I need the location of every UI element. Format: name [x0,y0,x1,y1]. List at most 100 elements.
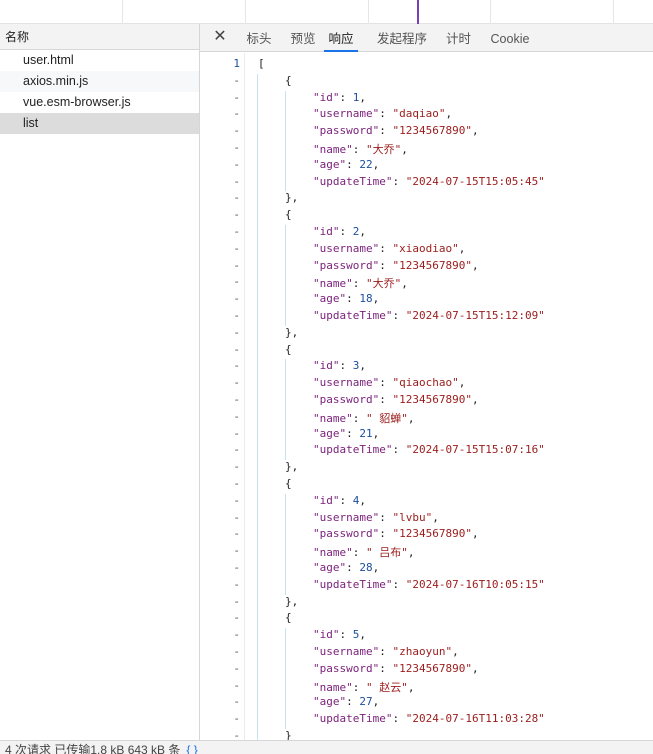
code-line: "name": " 貂蝉", [313,411,415,425]
status-text: 4 次请求 已传输1.8 kB 643 kB 条 [5,743,181,754]
line-number: 1 [233,57,240,70]
code-line: "age": 28, [313,561,380,574]
request-list: user.html axios.min.js vue.esm-browser.js l… [0,50,199,134]
request-item[interactable]: axios.min.js [0,71,199,92]
line-number: - [233,460,240,474]
detail-tabbar: ✕ 标头 预览响应 发起程序 计时 Cookie [200,24,653,52]
response-viewer[interactable]: 1[-{-"id": 1,-"username": "daqiao",-"pas… [200,53,653,740]
name-column-header[interactable]: 名称 [0,24,199,50]
timeline-gridline [613,0,614,24]
code-line: "name": "大乔", [313,143,408,156]
line-number: - [233,309,240,322]
code-line: "id": 4, [313,493,366,507]
code-line: "id": 1, [313,90,366,104]
timeline-marker [417,0,419,24]
code-line: }, [285,460,299,474]
code-line: "id": 5, [313,628,366,642]
line-number: - [233,157,240,171]
code-line: "age": 27, [313,695,380,709]
indent-guide [285,90,286,192]
line-number: - [233,645,240,658]
code-line: "age": 21, [313,426,380,440]
line-number: - [233,527,240,541]
close-icon[interactable]: ✕ [213,28,227,45]
timeline-gridline [122,0,123,24]
code-line: "username": "qiaochao", [313,376,466,390]
line-number: - [233,493,240,507]
tab-1[interactable]: 预览 [290,32,316,46]
request-item[interactable]: vue.esm-browser.js [23,95,131,109]
line-number: - [233,628,240,642]
line-number: - [233,73,240,87]
format-braces-button[interactable]: { } [186,743,198,754]
line-number: - [233,661,240,675]
request-item[interactable]: user.html [23,53,74,67]
tab-2[interactable]: 响应 [324,24,358,52]
code-line: }, [285,191,299,205]
code-line: "password": "1234567890", [313,258,479,272]
line-number: - [233,594,240,608]
line-number: - [233,107,240,121]
line-number: - [233,678,240,692]
code-line: "updateTime": "2024-07-15T15:07:16" [313,443,545,457]
line-number: - [233,729,240,740]
tab-5[interactable]: Cookie [490,32,530,46]
line-number: - [233,124,240,138]
line-number: - [233,174,240,188]
line-number: - [233,376,240,390]
tab-3[interactable]: 发起程序 [377,32,428,46]
timeline-gridline [245,0,246,24]
line-number: - [233,477,240,490]
line-number: - [233,208,240,222]
line-number: - [233,141,240,154]
request-list-pane: 名称 user.html axios.min.js vue.esm-browser.… [0,24,200,740]
line-number: - [233,258,240,272]
code-line: "name": " 吕布", [313,546,415,560]
line-number: - [233,409,240,423]
code-line: "password": "1234567890", [313,393,479,406]
code-line: "updateTime": "2024-07-16T11:03:28" [313,712,545,726]
code-line: { [285,477,292,490]
line-number: - [233,426,240,440]
code-line: "updateTime": "2024-07-16T10:05:15" [313,577,545,591]
code-line: { [285,611,292,625]
line-number: - [233,191,240,205]
code-line: { [285,208,292,222]
code-line: "updateTime": "2024-07-15T15:05:45" [313,174,545,188]
code-line: "name": " 赵云", [313,680,415,694]
line-number: - [233,611,240,625]
code-line: { [285,342,292,356]
indent-guide [285,225,286,326]
code-line: "id": 3, [313,359,366,373]
indent-guide [285,359,286,461]
code-line: "password": "1234567890", [313,661,479,675]
tab-0[interactable]: 标头 [246,32,272,46]
network-timeline[interactable] [0,0,653,24]
code-line: "password": "1234567890", [313,527,479,541]
line-number: - [233,544,240,558]
code-line: "age": 22, [313,157,380,171]
code-line: "username": "daqiao", [313,107,453,121]
code-line: } [285,729,292,740]
line-number: - [233,292,240,306]
indent-guide [285,493,286,595]
line-number: - [233,342,240,356]
tab-4[interactable]: 计时 [446,32,472,46]
code-line: "updateTime": "2024-07-15T15:12:09" [313,309,545,322]
gutter-separator [244,53,245,740]
code-line: "name": "大乔", [313,277,408,291]
line-number: - [233,225,240,238]
timeline-gridline [490,0,491,24]
code-line: }, [285,325,299,339]
code-line: "password": "1234567890", [313,124,479,138]
line-number: - [233,443,240,457]
code-line: "username": "lvbu", [313,510,439,524]
code-line: "username": "xiaodiao", [313,241,466,255]
code-line: "id": 2, [313,225,366,238]
request-item[interactable]: list [0,113,199,134]
status-bar: 4 次请求 已传输1.8 kB 643 kB 条 { } [0,740,653,754]
line-number: - [233,561,240,574]
line-number: - [233,359,240,373]
